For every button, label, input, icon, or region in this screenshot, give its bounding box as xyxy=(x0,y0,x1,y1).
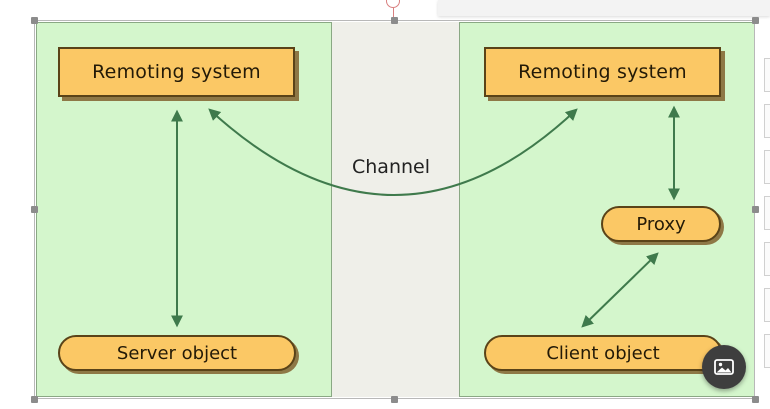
resize-handle-right[interactable] xyxy=(752,206,759,213)
resize-handle-top[interactable] xyxy=(391,17,398,24)
server-remoting-system-label: Remoting system xyxy=(92,61,261,83)
resize-handle-top-right[interactable] xyxy=(752,17,759,24)
resize-handle-top-left[interactable] xyxy=(31,17,38,24)
thumbnail-slot[interactable] xyxy=(764,288,770,322)
thumbnail-slot[interactable] xyxy=(764,150,770,184)
thumbnail-slot[interactable] xyxy=(764,242,770,276)
client-object-box: Client object xyxy=(484,335,722,371)
top-toolbar-strip xyxy=(438,0,770,16)
server-object-box: Server object xyxy=(58,335,296,371)
side-thumbnail-strip xyxy=(764,58,770,388)
image-icon xyxy=(714,359,734,375)
channel-label: Channel xyxy=(350,156,433,178)
server-object-label: Server object xyxy=(116,342,238,364)
resize-handle-bottom-left[interactable] xyxy=(31,396,38,403)
image-selection-frame[interactable] xyxy=(34,20,755,399)
thumbnail-slot[interactable] xyxy=(764,334,770,368)
resize-handle-bottom[interactable] xyxy=(391,396,398,403)
rotate-handle-stem xyxy=(393,8,394,20)
channel-arc-arrow xyxy=(208,108,578,196)
channel-panel xyxy=(332,22,459,397)
thumbnail-slot[interactable] xyxy=(764,58,770,92)
thumbnail-slot[interactable] xyxy=(764,104,770,138)
proxy-box: Proxy xyxy=(601,206,721,242)
client-object-label: Client object xyxy=(546,342,660,364)
image-options-button[interactable] xyxy=(702,345,746,389)
server-remoting-system-box: Remoting system xyxy=(58,47,295,97)
resize-handle-left[interactable] xyxy=(31,206,38,213)
proxy-label: Proxy xyxy=(636,213,686,235)
client-remoting-system-box: Remoting system xyxy=(484,47,721,97)
client-remoting-system-label: Remoting system xyxy=(518,61,687,83)
resize-handle-bottom-right[interactable] xyxy=(752,396,759,403)
proxy-to-client-object-arrow xyxy=(581,252,659,328)
thumbnail-slot[interactable] xyxy=(764,196,770,230)
